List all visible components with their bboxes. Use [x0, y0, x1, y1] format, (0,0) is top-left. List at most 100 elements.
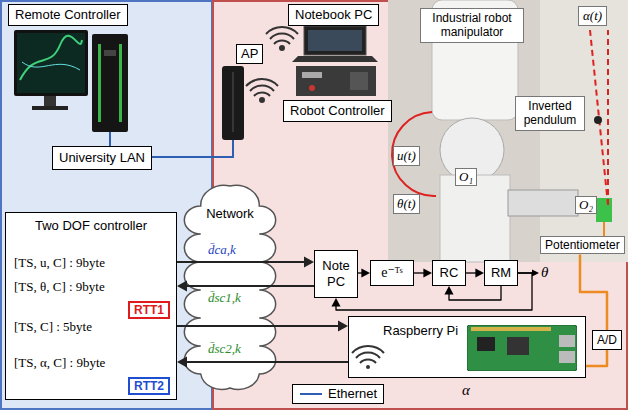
- node-text: Remote Controller: [15, 7, 121, 23]
- board: [467, 325, 577, 371]
- device-label: Robot Controller: [283, 100, 392, 122]
- wifi-symbol-part: [274, 41, 290, 44]
- device-box: Raspberry Pi: [348, 316, 586, 378]
- arrow-head: [423, 268, 432, 277]
- laptop-icon: [292, 26, 378, 62]
- robot-photo-part: [440, 175, 510, 262]
- connector: [444, 286, 501, 300]
- block-box: A/D: [592, 330, 622, 350]
- text-slot: [TS, α, C] : 9byte: [14, 355, 105, 371]
- workstation-icon: [14, 30, 128, 132]
- robot-controller-icon-part: [350, 72, 368, 90]
- node-text: University LAN: [59, 150, 145, 166]
- node-text: Two DOF controller: [6, 218, 176, 234]
- wifi-symbol: [246, 27, 298, 102]
- wifi-symbol: [351, 343, 385, 373]
- node-text: [TS, u, C] : 9byte: [14, 255, 105, 271]
- edge-label-slot: d̄sc1,k: [206, 290, 243, 306]
- node-text: O₁: [459, 169, 473, 185]
- node-text: RTT2: [134, 379, 164, 393]
- rtt-tag: RTT2: [128, 377, 170, 395]
- workstation-icon-part: [22, 62, 80, 70]
- connector: [358, 268, 370, 277]
- wifi-symbol-part: [250, 86, 274, 91]
- connector: [414, 268, 432, 277]
- robot-controller-icon: [296, 66, 376, 96]
- workstation-icon-part: [17, 33, 85, 93]
- robot-photo-part: [590, 30, 608, 205]
- connector-line: [358, 272, 362, 273]
- laptop-icon-part: [292, 56, 378, 62]
- connector-line: [586, 350, 607, 366]
- text-slot: Two DOF controller: [6, 218, 176, 234]
- laptop-icon-part: [304, 26, 366, 55]
- text-slot: [TS, C] : 5byte: [14, 319, 92, 335]
- robot-controller-icon-part: [309, 85, 315, 91]
- region-backgrounds-part: [213, 1, 627, 409]
- edge-label: d̄sc1,k: [206, 290, 243, 306]
- connector-line: [466, 272, 476, 273]
- node-text: Network: [182, 206, 278, 222]
- block-box: RC: [432, 260, 466, 286]
- legend-line: [300, 393, 322, 395]
- joint-label: O₂: [575, 196, 597, 214]
- wifi-symbol-part: [280, 46, 284, 50]
- connector-line: [414, 272, 424, 273]
- connector: [586, 350, 607, 366]
- angle-label: α(t): [578, 6, 607, 26]
- legend-text: Ethernet: [328, 386, 377, 402]
- node-text: α(t): [583, 8, 602, 24]
- connector-line: [449, 286, 501, 300]
- wifi-arc: [352, 346, 384, 353]
- connector-line: [186, 285, 314, 287]
- node-text: A/D: [597, 333, 617, 347]
- node-text: Raspberry Pi: [383, 323, 458, 339]
- photo-label: Industrial robot manipulator: [420, 8, 524, 43]
- wifi-symbol-part: [246, 79, 278, 86]
- signal-name: α: [462, 381, 470, 399]
- raspberry-pi-board: [467, 325, 577, 371]
- node-text: Potentiometer: [545, 238, 620, 252]
- arrow-head: [331, 298, 340, 307]
- usb-port: [559, 335, 575, 347]
- chip: [507, 337, 529, 355]
- title-box: Notebook PC: [288, 4, 379, 26]
- usb-port: [559, 351, 575, 363]
- node-text: Note PC: [317, 258, 355, 289]
- output-arrow-part: [532, 270, 539, 277]
- signal-label: u(t): [393, 146, 420, 166]
- photo-label: Inverted pendulum: [515, 96, 585, 131]
- node-text: AP: [241, 46, 258, 62]
- node-text: RM: [491, 265, 511, 281]
- block-box: e⁻ᵀˢ: [370, 260, 414, 286]
- arrow-head: [177, 281, 187, 292]
- text-slot: [TS, u, C] : 9byte: [14, 255, 105, 271]
- legend-line-sample: [299, 389, 323, 399]
- region-backgrounds-part: [1, 1, 212, 409]
- connector: [466, 268, 484, 277]
- arrow-head: [475, 268, 484, 277]
- robot-photo-part: [388, 0, 628, 262]
- robot-photo-part: [596, 198, 612, 222]
- workstation-icon-part: [32, 106, 68, 110]
- connector-line: [177, 325, 339, 327]
- workstation-icon-part: [20, 36, 82, 80]
- legend-row: Ethernet: [299, 386, 377, 402]
- arrow-head: [177, 357, 187, 368]
- workstation-icon-part: [44, 96, 56, 106]
- block-box: RM: [484, 260, 518, 286]
- workstation-icon-part: [14, 30, 88, 96]
- block-box: Note PC: [314, 250, 358, 298]
- robot-photo-part: [540, 0, 628, 262]
- node-text: [TS, θ, C] : 9byte: [14, 279, 105, 295]
- edge-label-slot: d̄ca,k: [206, 242, 238, 258]
- signal-label: θ(t): [393, 194, 420, 214]
- robot-photo: [388, 0, 628, 262]
- node-text: RC: [440, 265, 459, 281]
- robot-controller-icon-part: [302, 72, 322, 78]
- node-text: Notebook PC: [295, 7, 372, 23]
- node-text: [TS, α, C] : 9byte: [14, 355, 105, 371]
- arrow-head: [304, 257, 314, 268]
